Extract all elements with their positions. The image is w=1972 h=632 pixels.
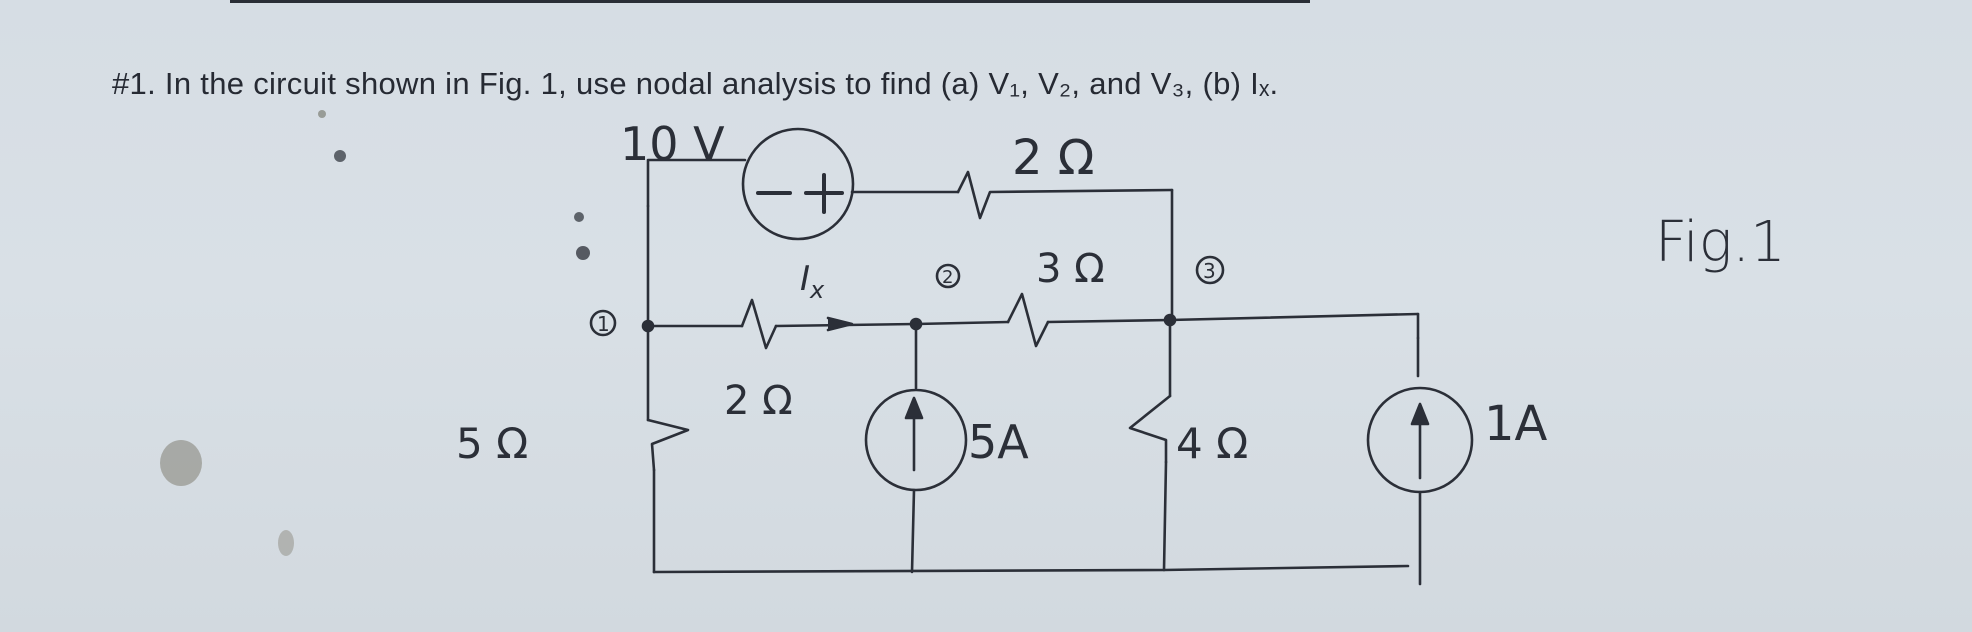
- stain-mark: [576, 246, 590, 260]
- stain-mark: [318, 110, 326, 118]
- node-label-circle-3: [1195, 255, 1225, 285]
- bottom-wire: [652, 564, 1410, 574]
- node-dot-1: [641, 319, 655, 333]
- stain-mark: [574, 212, 584, 222]
- current-arrow-ix: [826, 316, 854, 332]
- problem-text: In the circuit shown in Fig. 1, use noda…: [164, 66, 1279, 101]
- node-label-2: 2: [942, 267, 953, 288]
- resistor-3ohm: [1006, 292, 1050, 348]
- top-rule-line: [230, 0, 1310, 3]
- wire-resistor-node3: [1046, 318, 1172, 324]
- node-label-3: 3: [1203, 259, 1216, 283]
- node-label-circle-1: [589, 309, 617, 337]
- node-label-circle-2: [935, 263, 961, 289]
- label-3ohm: 3 Ω: [1036, 246, 1105, 292]
- label-ix-sub: x: [809, 276, 825, 304]
- stain-mark: [334, 150, 346, 162]
- current-source-5a: [864, 388, 968, 492]
- label-5a: 5A: [968, 415, 1029, 469]
- top-wire: [646, 158, 747, 208]
- label-ix: Ix: [800, 259, 825, 304]
- wire-node3-right: [1168, 312, 1420, 322]
- problem-number: #1.: [112, 66, 156, 101]
- voltage-source-10v: [741, 127, 855, 241]
- top-resistor-2ohm: [956, 170, 1174, 220]
- label-2ohm-top: 2 Ω: [1012, 130, 1094, 186]
- label-10v: 10 V: [620, 117, 725, 171]
- label-2ohm-middle: 2 Ω: [724, 378, 793, 424]
- resistor-5ohm: [646, 418, 690, 472]
- wire-4ohm-bottom: [1162, 460, 1168, 572]
- label-1a: 1A: [1484, 396, 1548, 452]
- label-4ohm: 4 Ω: [1176, 419, 1248, 468]
- current-source-1a-arrowhead: [1410, 402, 1430, 426]
- label-5ohm: 5 Ω: [456, 419, 528, 468]
- resistor-2ohm-middle: [740, 298, 778, 350]
- resistor-4ohm: [1128, 394, 1172, 464]
- node-label-1: 1: [597, 312, 610, 336]
- wire-node2-resistor: [914, 320, 1010, 326]
- figure-label: Fig.1: [1655, 210, 1786, 275]
- stain-mark: [160, 440, 202, 486]
- problem-statement: #1. In the circuit shown in Fig. 1, use …: [112, 66, 1278, 102]
- stain-mark: [278, 530, 294, 556]
- wire-5a-bottom: [910, 488, 916, 574]
- current-source-5a-arrowhead: [904, 396, 924, 420]
- label-ix-main: I: [800, 259, 810, 299]
